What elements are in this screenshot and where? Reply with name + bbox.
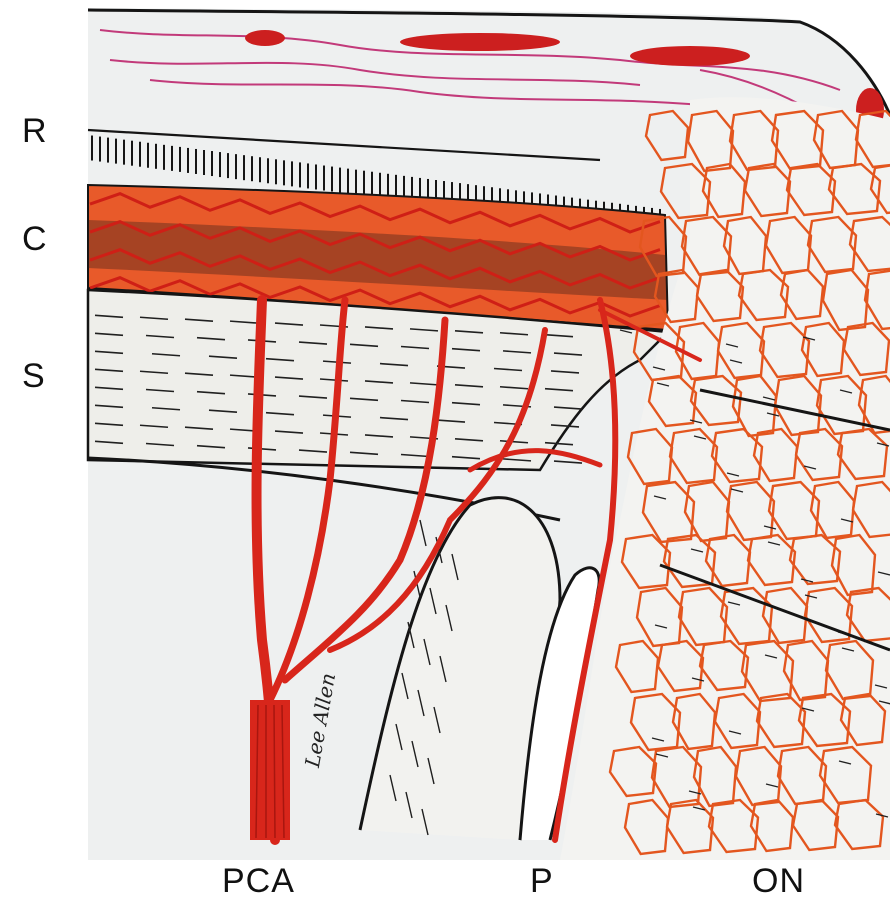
label-retina: R: [22, 112, 48, 151]
label-posterior-ciliary-artery: PCA: [222, 862, 295, 901]
label-optic-nerve: ON: [752, 862, 805, 901]
label-sclera: S: [22, 357, 46, 396]
label-pia: P: [530, 862, 554, 901]
label-choroid: C: [22, 220, 48, 259]
